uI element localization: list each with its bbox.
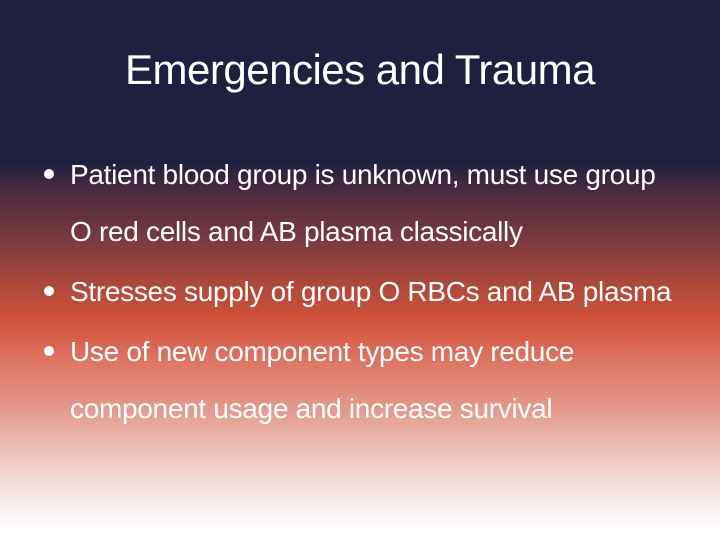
bullet-icon xyxy=(44,169,54,179)
bullet-icon xyxy=(44,346,54,356)
bullet-list: Patient blood group is unknown, must use… xyxy=(44,146,684,440)
bullet-item: Stresses supply of group O RBCs and AB p… xyxy=(44,263,684,320)
bullet-text: Stresses supply of group O RBCs and AB p… xyxy=(70,276,672,307)
bullet-item: Patient blood group is unknown, must use… xyxy=(44,146,684,260)
bullet-text: Patient blood group is unknown, must use… xyxy=(70,159,656,247)
bullet-icon xyxy=(44,286,54,296)
bullet-item: Use of new component types may reduce co… xyxy=(44,323,684,437)
slide-title: Emergencies and Trauma xyxy=(125,46,595,93)
bullet-text: Use of new component types may reduce co… xyxy=(70,336,575,424)
